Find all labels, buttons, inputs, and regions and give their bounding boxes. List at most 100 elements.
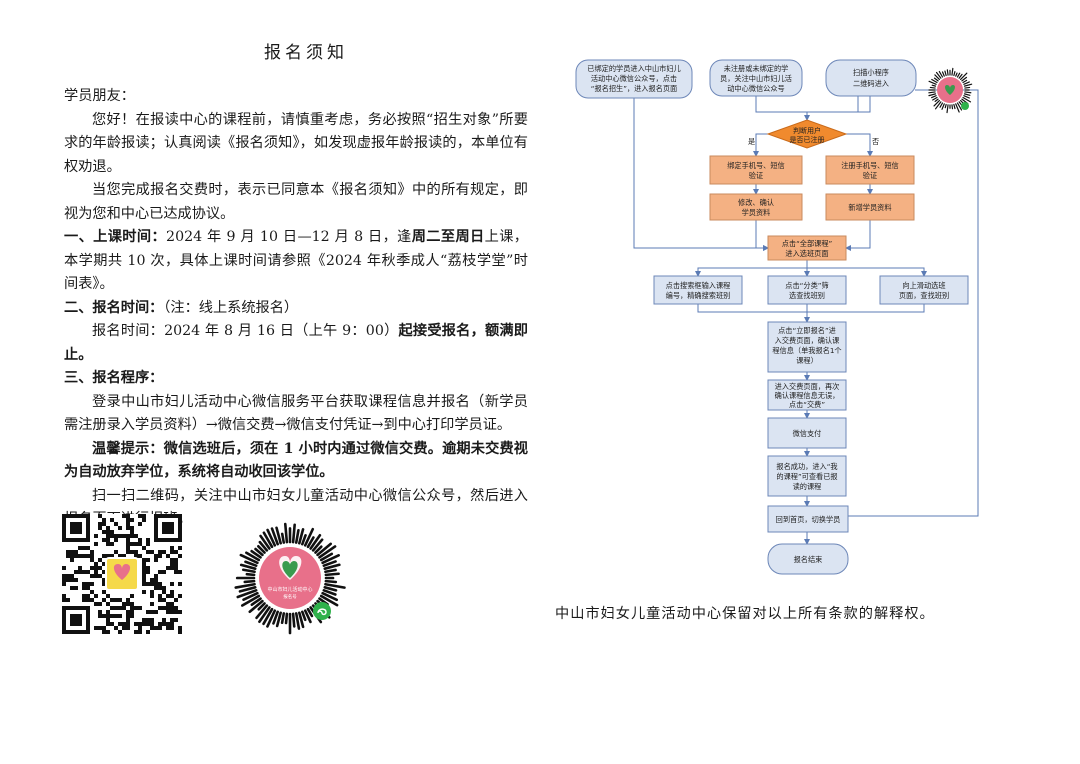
flow-start-miniprogram-line1: 扫描小程序 [853,68,889,77]
flow-pay-page-line1: 进入交费页面，再次 [775,382,840,391]
registration-flowchart: 已绑定的学员进入中山市妇儿活动中心微信公众号，点击“报名招生”，进入报名页面 未… [575,59,979,575]
flow-enroll-now [767,321,847,373]
registration-time-start: 报名时间：2024 年 8 月 16 日（上午 9：00） [92,323,399,339]
flow-wechat-pay [767,417,847,449]
svg-text:判断用户是否已注册: 判断用户是否已注册 [790,126,825,144]
section-class-time-dates: 2024 年 9 月 10 日—12 月 8 日， [166,229,398,245]
miniprogram-label-2: 报名号 [283,593,297,600]
section-registration-time: 二、报名时间：（注：线上系统报名） [64,297,528,321]
flow-bind-phone [709,155,803,185]
flow-no-label: 否 [872,137,879,146]
registration-time-end: 起接受报名，额满即止。 [64,323,528,363]
flow-modify-profile-line1: 修改、确认 [738,198,774,207]
flow-enroll-now-line3: 程信息（单我报名1个 [772,346,841,355]
flow-option-scroll-line1: 向上滑动选班 [902,281,945,290]
svg-text:扫描小程序二维码进入: 扫描小程序二维码进入 [853,68,889,88]
flow-modify-profile-line2: 学员资料 [742,208,771,217]
flow-back-home-line1: 回到首页，切换学员 [776,515,841,524]
greeting: 学员朋友： [64,88,135,104]
svg-text:点击“分类”筛选查找班别: 点击“分类”筛选查找班别 [785,281,828,300]
section-registration-time-label: 二、报名时间： [64,299,164,316]
flow-start-new-user [709,59,803,97]
warm-tip-label: 温馨提示： [92,440,164,457]
svg-text:已绑定的学员进入中山市妇儿活动中心微信公众号，点击“报名招生: 已绑定的学员进入中山市妇儿活动中心微信公众号，点击“报名招生”，进入报名页面 [587,64,680,93]
paragraph-age-notice: 您好！在报读中心的课程前，请慎重考虑，务必按照“招生对象”所要求的年龄报读；认真… [64,111,528,175]
flow-option-scroll-line2: 页面，查找班别 [899,291,949,300]
flow-bind-phone-line2: 验证 [749,171,763,180]
svg-text:进入交费页面，再次确认课程信息无误，点击“交费”: 进入交费页面，再次确认课程信息无误，点击“交费” [775,382,840,409]
svg-text:点击“立即报名”进入交费页面，确认课程信息（单我报名1个课程: 点击“立即报名”进入交费页面，确认课程信息（单我报名1个课程） [772,326,841,365]
flow-register-phone [825,155,915,185]
qr-code-row: 中山市妇儿活动中心 报名号 [62,514,364,644]
flow-enroll-now-line4: 课程） [796,356,818,365]
flow-all-courses [767,235,847,261]
flow-start-miniprogram-line2: 二维码进入 [853,79,889,88]
flow-option-filter [767,275,847,305]
flow-success [767,455,847,497]
flow-start-new-user-line1: 未注册或未绑定的学 [724,64,789,73]
warm-tip-text: 微信选班后，须在 1 小时内通过微信交费。逾期未交费视为自动放弃学位，系统将自动… [64,440,528,481]
svg-text:注册手机号、短信验证: 注册手机号、短信验证 [841,161,899,180]
section-class-time: 一、上课时间：2024 年 9 月 10 日—12 月 8 日，逢周二至周日上课… [64,226,528,297]
svg-text:向上滑动选班页面，查找班别: 向上滑动选班页面，查找班别 [899,281,949,300]
flow-add-profile-line1: 新增学员资料 [848,203,891,212]
flow-register-phone-line1: 注册手机号、短信 [841,161,899,170]
flow-all-courses-line2: 进入选班页面 [785,249,828,258]
svg-text:点击搜索框输入课程编号，精确搜索班别: 点击搜索框输入课程编号，精确搜索班别 [666,281,731,300]
svg-text:报名成功，进入“我的课程”可查看已报读的课程: 报名成功，进入“我的课程”可查看已报读的课程 [776,462,837,491]
flow-all-courses-line1: 点击“全部课程” [782,239,833,248]
flow-start-bound-user-line3: “报名招生”，进入报名页面 [591,84,678,93]
section-class-time-mid: 逢 [397,229,412,245]
flow-enroll-now-line2: 入交费页面，确认课 [775,336,840,345]
flow-decision-line1: 判断用户 [793,126,821,135]
flow-add-profile [825,193,915,221]
flow-decision-registered [766,119,848,149]
flow-option-scroll [879,275,969,305]
flow-start-bound-user [575,59,693,99]
flow-option-filter-line1: 点击“分类”筛 [785,281,828,290]
miniprogram-label-1: 中山市妇儿活动中心 [267,586,312,593]
flow-back-home [767,505,849,533]
flow-yes-label: 是 [748,137,755,146]
section-procedure-label: 三、报名程序： [64,370,164,386]
footer-disclaimer: 中山市妇女儿童活动中心保留对以上所有条款的解释权。 [555,606,935,622]
section-class-time-rest: 上课，本学期共 10 次，具体上课时间请参照《2024 年秋季成人“荔枝学堂”时… [64,229,528,292]
flow-wechat-pay-line1: 微信支付 [793,429,822,438]
flow-success-line3: 读的课程 [793,482,822,491]
registration-notice: 报名须知 学员朋友： 您好！在报读中心的课程前，请慎重考虑，务必按照“招生对象”… [62,38,528,635]
flow-option-search-line1: 点击搜索框输入课程 [666,281,731,290]
flow-end [767,543,849,575]
flow-register-phone-line2: 验证 [863,171,877,180]
section-procedure-text: 登录中山市妇儿活动中心微信服务平台获取课程信息并报名（新学员需注册录入学员资料）… [64,393,528,434]
flow-enroll-now-line1: 点击“立即报名”进 [778,326,836,335]
section-class-time-label: 一、上课时间： [64,229,167,245]
section-registration-time-note: （注：线上系统报名） [163,299,299,316]
section-class-time-days: 周二至周日 [411,229,485,245]
flow-pay-page [767,379,847,411]
page-title: 报名须知 [264,43,348,63]
flow-option-search [653,275,743,305]
flow-start-new-user-line3: 动中心微信公众号 [727,84,785,93]
svg-text:未注册或未绑定的学员，关注中山市妇儿活动中心微信公众号: 未注册或未绑定的学员，关注中山市妇儿活动中心微信公众号 [720,64,792,93]
paragraph-agreement: 当您完成报名交费时，表示已同意本《报名须知》中的所有规定，即视为您和中心已达成协… [64,182,528,222]
flow-start-bound-user-line1: 已绑定的学员进入中山市妇儿 [587,64,680,73]
svg-text:修改、确认学员资料: 修改、确认学员资料 [738,198,774,217]
wechat-qr-code [62,514,182,634]
registration-time-detail: 报名时间：2024 年 8 月 16 日（上午 9：00）起接受报名，额满即止。 [64,320,528,367]
flow-modify-profile [709,193,803,221]
flow-pay-page-line3: 点击“交费” [789,400,825,409]
svg-text:绑定手机号、短信验证: 绑定手机号、短信验证 [727,161,785,180]
warm-tip: 温馨提示：微信选班后，须在 1 小时内通过微信交费。逾期未交费视为自动放弃学位，… [64,438,528,485]
flow-miniprogram-code [928,67,973,114]
flow-start-new-user-line2: 员，关注中山市妇儿活 [720,74,792,83]
flow-success-line2: 的课程”可查看已报 [776,472,837,481]
flow-success-line1: 报名成功，进入“我 [776,462,837,471]
flow-bind-phone-line1: 绑定手机号、短信 [727,161,785,170]
flow-option-search-line2: 编号，精确搜索班别 [666,291,731,300]
flow-pay-page-line2: 确认课程信息无误， [775,391,840,400]
flow-end-line1: 报名结束 [794,555,823,564]
miniprogram-code: 中山市妇儿活动中心 报名号 [234,522,346,635]
flow-start-bound-user-line2: 活动中心微信公众号，点击 [591,74,677,83]
flow-option-filter-line2: 选查找班别 [789,291,825,300]
